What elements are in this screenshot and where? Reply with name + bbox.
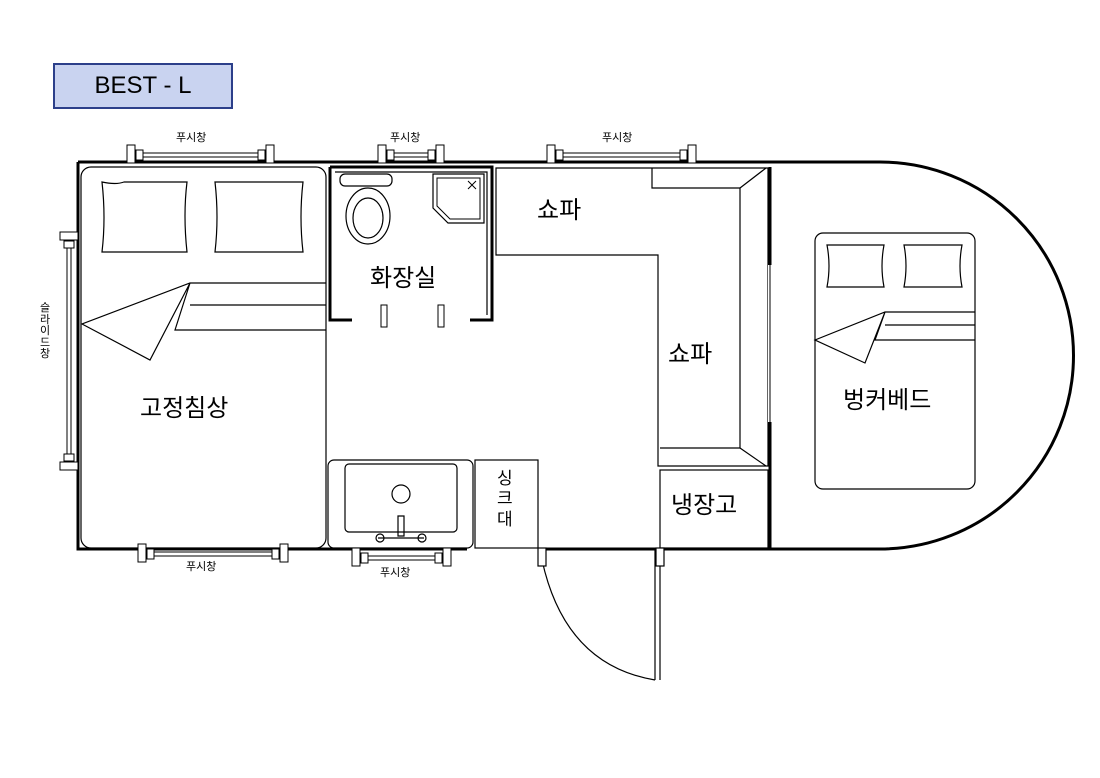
window-push-bottom-mid bbox=[351, 547, 452, 567]
room-label-bunk-bed: 벙커베드 bbox=[843, 386, 932, 414]
toilet-bowl-outer bbox=[345, 187, 391, 245]
bathroom bbox=[328, 165, 494, 328]
window-label-top-left: 푸시창 bbox=[176, 131, 207, 144]
sofa bbox=[495, 167, 769, 467]
window-label-bottom-left: 푸시창 bbox=[186, 560, 217, 573]
bunk-bed bbox=[813, 232, 976, 490]
room-label-bathroom: 화장실 bbox=[370, 264, 437, 292]
sink-counter bbox=[327, 459, 539, 549]
toilet-bowl-inner bbox=[352, 197, 384, 239]
window-slide-left bbox=[59, 231, 79, 471]
shower-tray bbox=[432, 173, 485, 224]
window-push-top-left bbox=[126, 144, 275, 164]
bunk-pillow-left bbox=[826, 244, 885, 288]
window-push-bottom-left bbox=[137, 543, 289, 563]
room-label-sofa-top: 쇼파 bbox=[537, 196, 582, 224]
room-label-fixed-bed: 고정침상 bbox=[140, 394, 229, 422]
room-label-sofa-side: 쇼파 bbox=[668, 340, 713, 368]
window-label-slide: 슬 라 이 드 창 bbox=[40, 301, 51, 361]
entry-door bbox=[537, 547, 665, 681]
pillow-right bbox=[214, 181, 304, 253]
bed-cover bbox=[80, 282, 326, 361]
window-label-top-right: 푸시창 bbox=[602, 131, 633, 144]
fixed-bed bbox=[80, 166, 327, 549]
fridge bbox=[659, 469, 769, 549]
outer-wall bbox=[76, 160, 1075, 551]
plan-title: BEST - L bbox=[53, 63, 233, 109]
room-label-fridge: 냉장고 bbox=[671, 491, 738, 519]
window-push-top-right bbox=[546, 144, 697, 164]
bunk-pillow-right bbox=[903, 244, 963, 288]
room-label-sink: 싱 크 대 bbox=[497, 469, 513, 530]
window-push-top-mid bbox=[377, 144, 445, 164]
pillow-left bbox=[101, 181, 188, 253]
window-label-top-mid: 푸시창 bbox=[390, 131, 421, 144]
window-label-bottom-mid: 푸시창 bbox=[380, 566, 411, 579]
